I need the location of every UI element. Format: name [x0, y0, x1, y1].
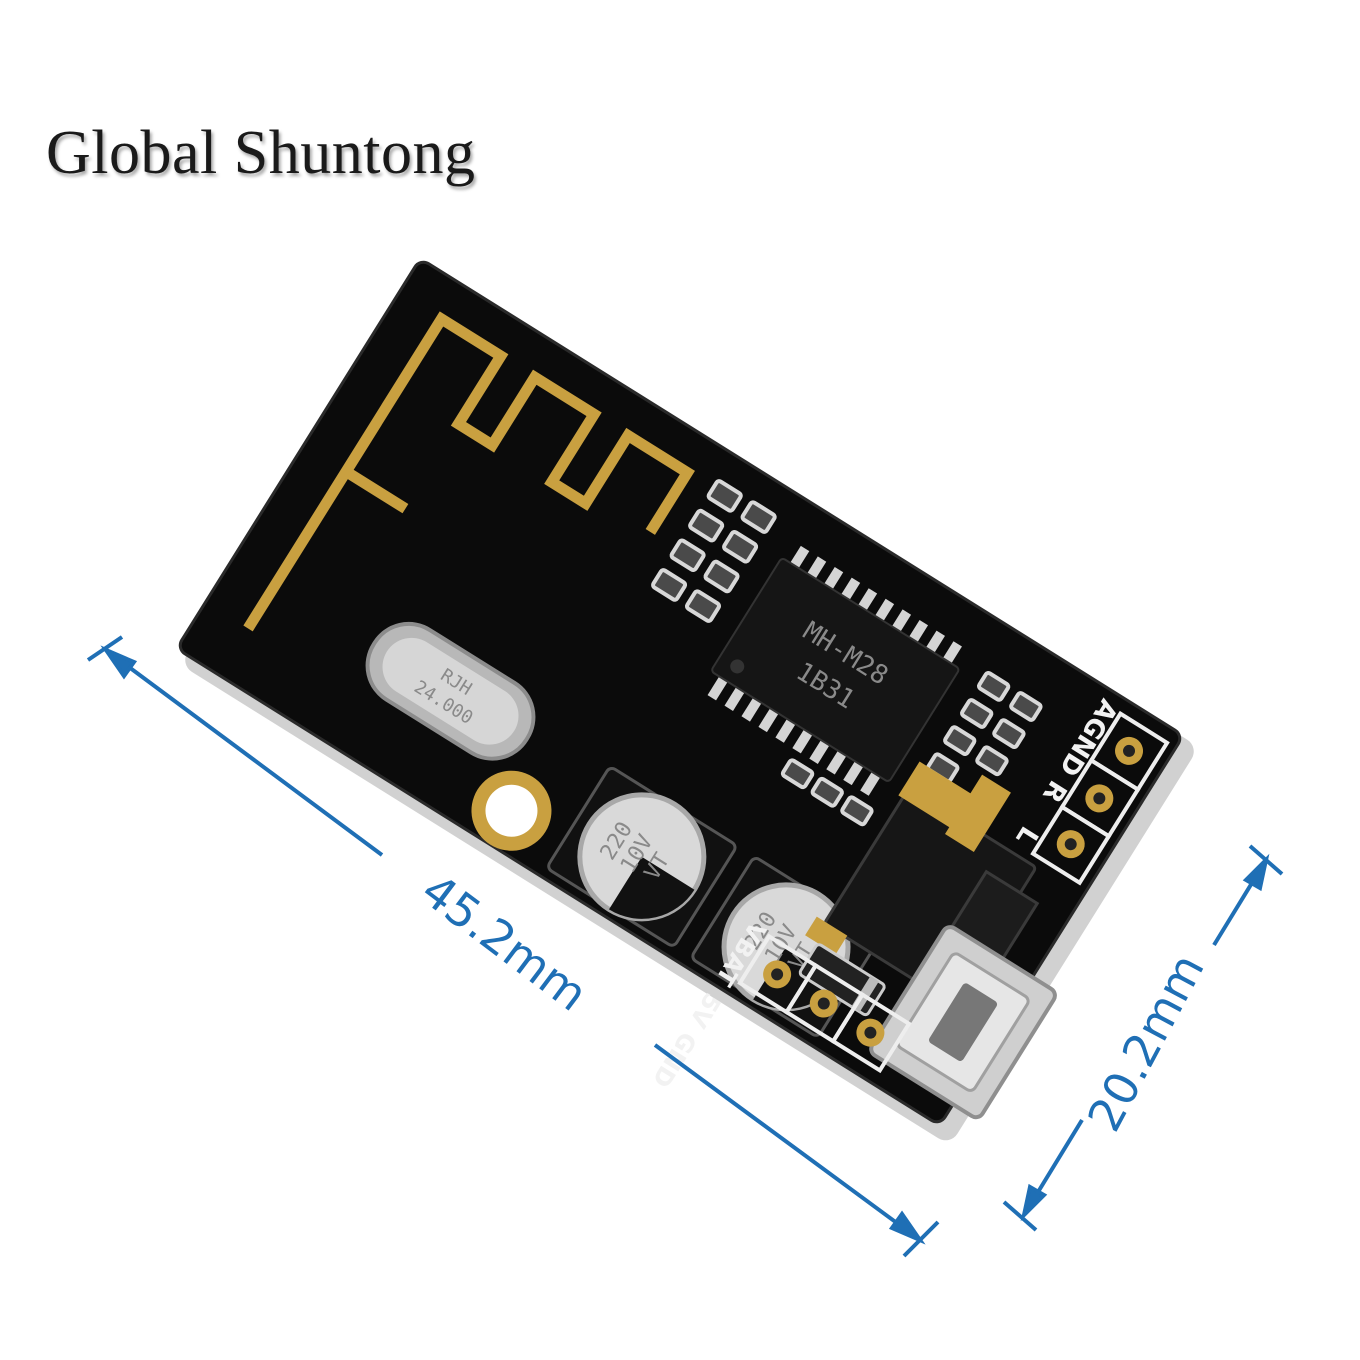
pcb-board: RJH 24.000: [178, 260, 1182, 1124]
crystal-oscillator: RJH 24.000: [365, 621, 536, 761]
width-dimension: [1002, 844, 1284, 1232]
resistor-array-top: [651, 479, 777, 623]
length-dimension: [86, 635, 940, 1258]
antenna-trace: [243, 311, 695, 632]
width-label: 20.2mm: [1077, 945, 1215, 1140]
main-chip: MH-M28 1B31: [707, 545, 962, 796]
capacitor-1: 220 10V VT: [547, 766, 737, 947]
resistor-array-mid: [780, 670, 1043, 827]
mounting-hole: [471, 770, 552, 851]
micro-usb-port: [869, 925, 1057, 1120]
brand-title: Global Shuntong: [46, 119, 476, 187]
